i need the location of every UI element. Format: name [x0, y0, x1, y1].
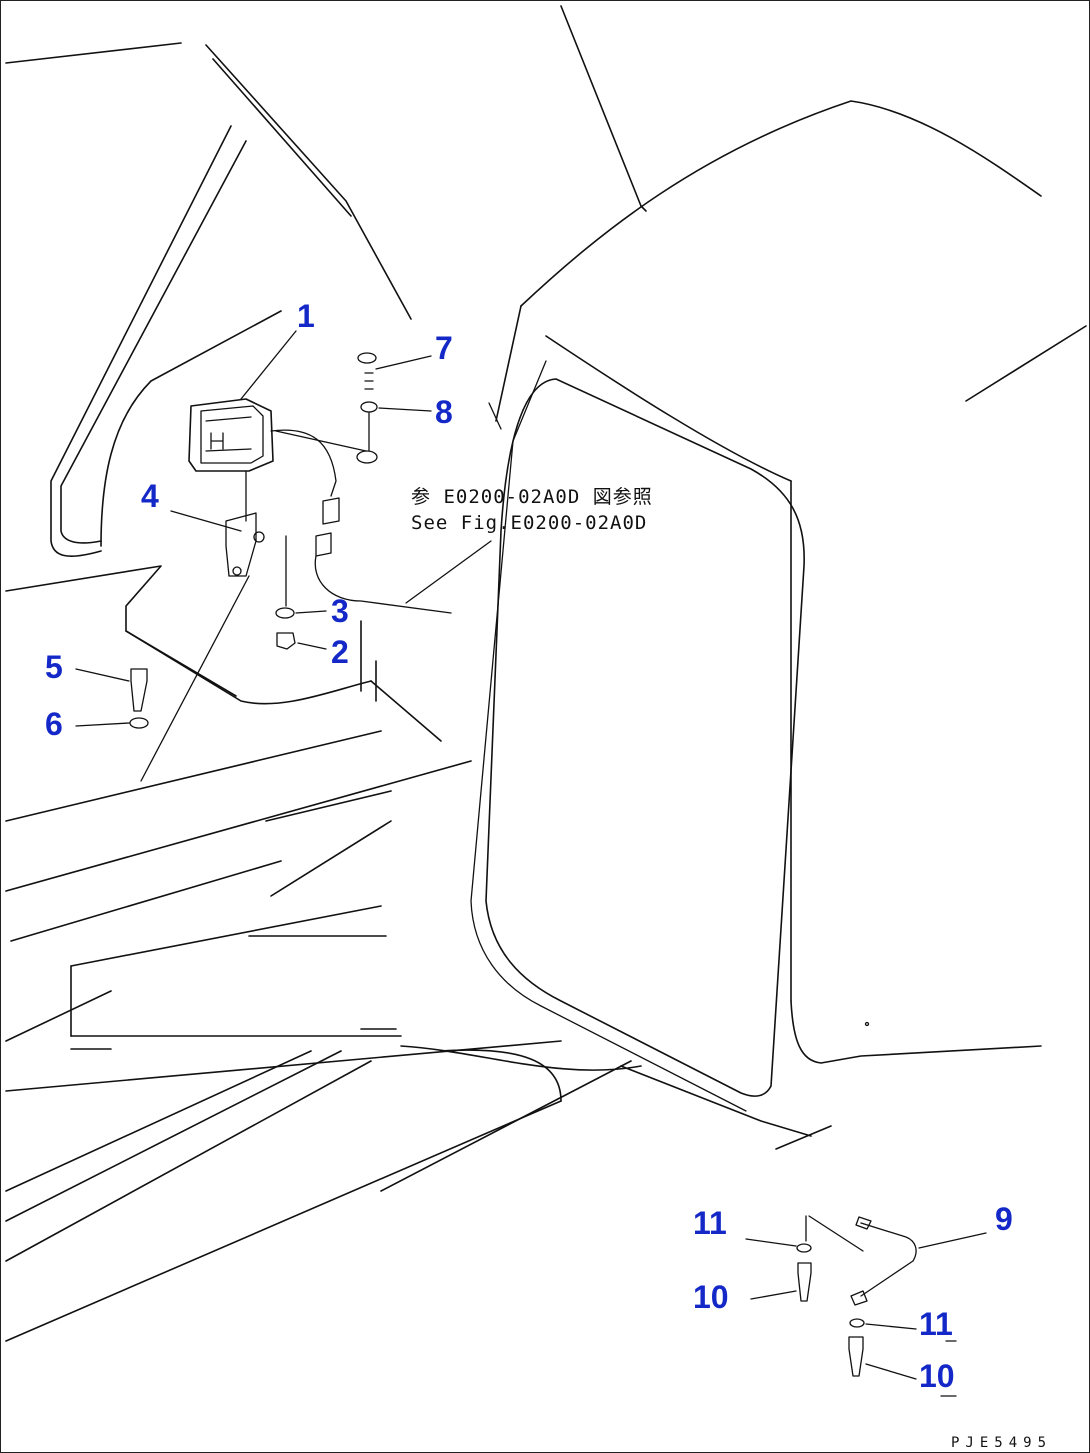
callout-8: 8	[435, 394, 453, 430]
callout-11-upper: 11	[693, 1205, 727, 1241]
callout-numbers: 1 2 3 4 5 6 7 8 9 10 10 11 11	[45, 298, 1013, 1394]
figure-code: PJE5495	[951, 1435, 1052, 1451]
callout-10-upper: 10	[693, 1279, 729, 1315]
work-lamp-assembly	[129, 352, 452, 782]
handrail-assembly	[796, 1215, 957, 1397]
leader-lines	[75, 330, 987, 1380]
callout-2: 2	[331, 634, 349, 670]
callout-10-lower: 10	[919, 1358, 955, 1394]
callout-9: 9	[995, 1201, 1013, 1237]
machine-outline	[5, 5, 1087, 1342]
reference-note: 参 E0200-02A0D 図参照 See Fig.E0200-02A0D	[411, 486, 653, 534]
callout-6: 6	[45, 706, 63, 742]
callout-1: 1	[297, 298, 315, 334]
callout-4: 4	[141, 478, 159, 514]
callout-11-lower: 11	[919, 1306, 953, 1342]
reference-note-jp: 参 E0200-02A0D 図参照	[411, 486, 653, 508]
callout-5: 5	[45, 649, 63, 685]
callout-7: 7	[435, 330, 453, 366]
marker-dot	[864, 1021, 870, 1027]
callout-3: 3	[331, 593, 349, 629]
reference-note-en: See Fig.E0200-02A0D	[411, 512, 647, 534]
